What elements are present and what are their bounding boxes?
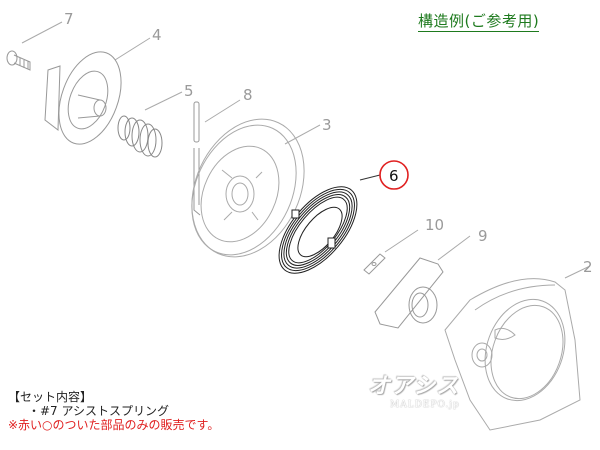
- part-7-screw: [6, 50, 31, 71]
- label-3: 3: [322, 116, 332, 134]
- label-2: 2: [583, 258, 593, 276]
- set-contents-notes: 【セット内容】 ・#7 アシストスプリング ※赤い○のついた部品のみの販売です。: [8, 390, 219, 432]
- label-8: 8: [243, 86, 253, 104]
- diagram-title: 構造例(ご参考用): [418, 12, 540, 32]
- part-5-spring: [117, 115, 163, 158]
- part-4-hub: [44, 51, 122, 145]
- part-9-handle: [374, 257, 444, 329]
- sales-warning: ※赤い○のついた部品のみの販売です。: [8, 418, 220, 432]
- label-7: 7: [64, 10, 74, 28]
- label-6: 6: [389, 167, 399, 185]
- set-contents-item: ・#7 アシストスプリング: [28, 404, 170, 418]
- label-4: 4: [152, 26, 162, 44]
- highlight-circle: [379, 160, 409, 190]
- watermark-logo: オアシス MALDEPO.jp: [368, 374, 460, 410]
- set-contents-heading: 【セット内容】: [8, 390, 93, 404]
- label-9: 9: [478, 227, 488, 245]
- label-10: 10: [425, 216, 444, 234]
- part-10-plate: [363, 253, 386, 275]
- part-6-assist-spring: [278, 186, 358, 274]
- part-8-pin: [193, 101, 201, 216]
- label-5: 5: [184, 82, 194, 100]
- part-2-case: [444, 278, 581, 431]
